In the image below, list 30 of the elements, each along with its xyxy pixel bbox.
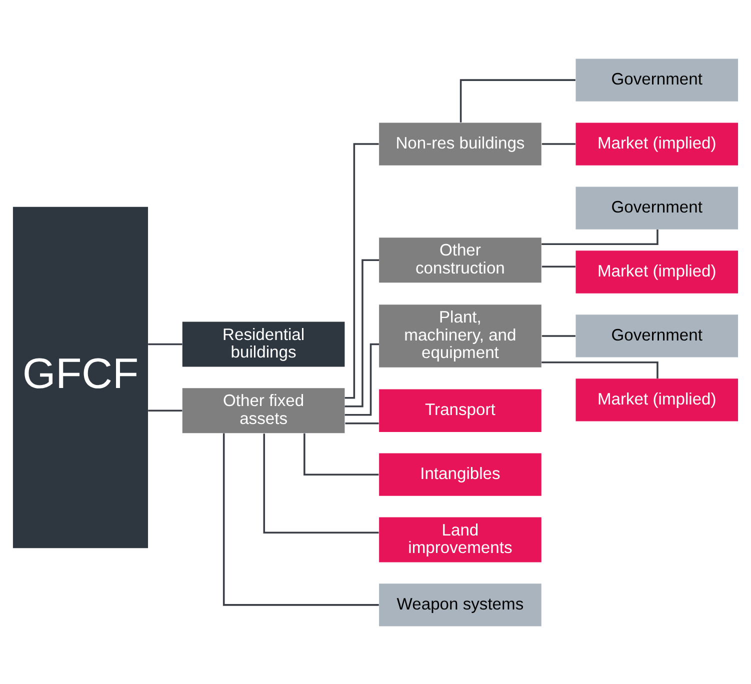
node-box: Government: [576, 58, 738, 101]
node-box: Other construction: [379, 237, 542, 282]
node-box: Other fixed assets: [182, 388, 345, 433]
node-box: Government: [576, 186, 738, 229]
node-box: Market (implied): [576, 250, 738, 293]
connector: [222, 432, 379, 606]
node-box: GFCF: [12, 206, 148, 548]
node-box: Market (implied): [576, 378, 738, 421]
connector: [542, 360, 658, 378]
connector: [542, 265, 576, 268]
connector: [304, 432, 379, 475]
node-box: Residential buildings: [182, 321, 345, 366]
node-box: Land improvements: [379, 516, 542, 562]
connector: [345, 422, 379, 424]
connector: [344, 258, 380, 407]
connector: [344, 342, 380, 416]
node-box: Market (implied): [576, 122, 738, 165]
connector: [460, 78, 576, 122]
connector: [344, 142, 379, 398]
node-box: Plant, machinery, and equipment: [379, 304, 542, 367]
node-box: Transport: [379, 388, 542, 432]
connector: [542, 142, 576, 144]
node-box: Weapon systems: [379, 583, 542, 626]
node-box: Government: [576, 314, 738, 357]
node-box: Intangibles: [379, 452, 542, 496]
connector: [148, 342, 182, 345]
node-box: Non-res buildings: [379, 122, 542, 165]
connector: [542, 334, 576, 336]
connector: [263, 433, 379, 534]
connector: [148, 409, 182, 412]
